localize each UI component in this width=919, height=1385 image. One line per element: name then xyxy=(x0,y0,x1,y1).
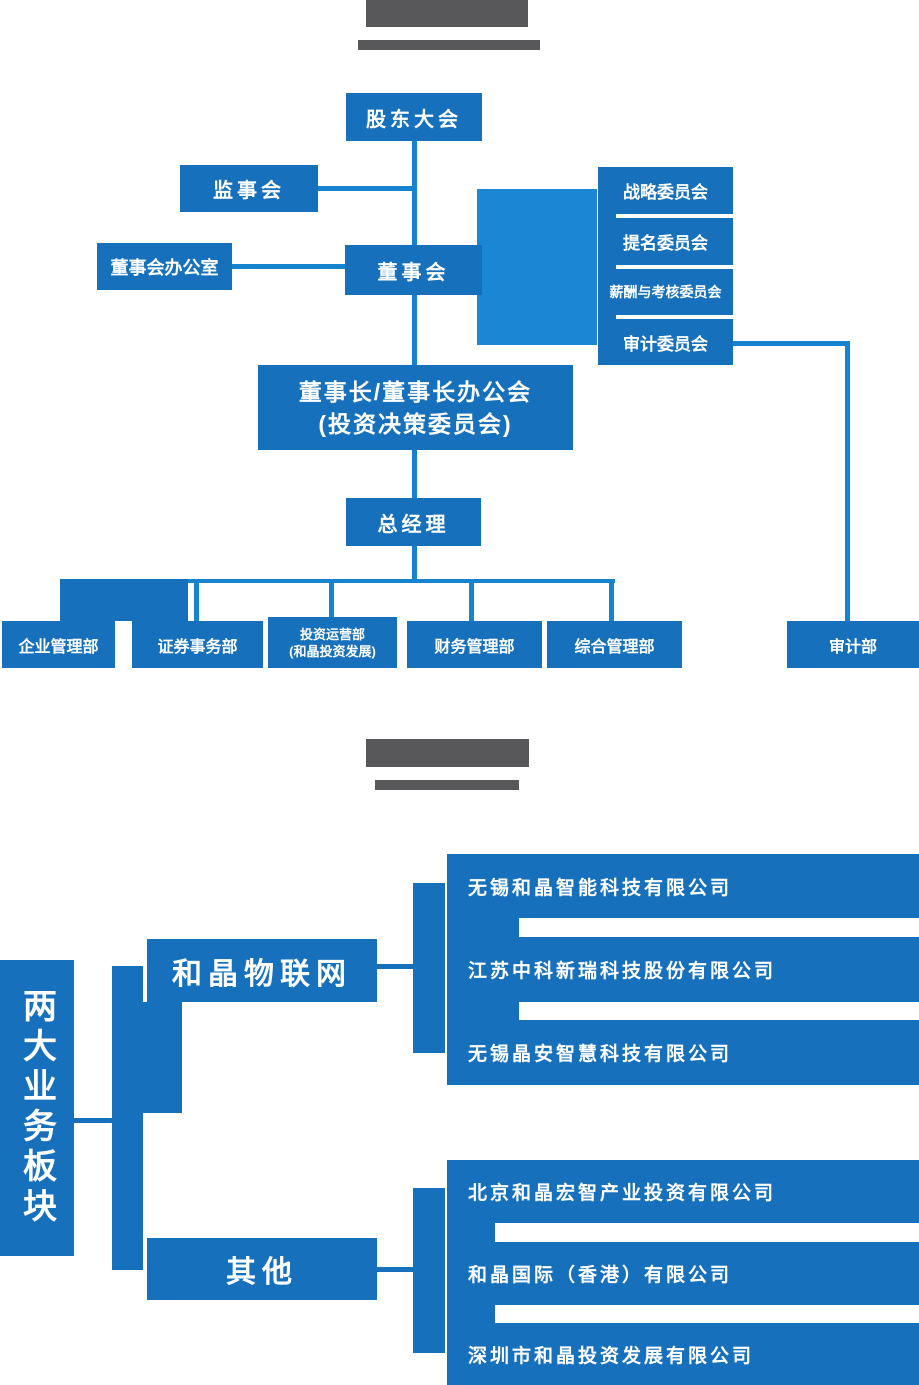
company-row: 北京和晶宏智产业投资有限公司 xyxy=(468,1183,777,1204)
connector-board-chairman xyxy=(412,295,417,365)
group-divider xyxy=(495,1223,919,1242)
section2-title-underline xyxy=(375,780,519,790)
dept-drop-line xyxy=(194,579,199,622)
iot-company-group: 无锡和晶智能科技有限公司 江苏中科新瑞科技股份有限公司 无锡晶安智慧科技有限公司 xyxy=(447,854,919,1085)
company-row: 和晶国际（香港）有限公司 xyxy=(468,1265,733,1286)
iot-branch-down-tab xyxy=(143,1002,182,1113)
investment-dept-line2: (和晶投资发展) xyxy=(289,643,376,659)
dept-drop-line xyxy=(469,579,474,622)
segments-trunk-bar xyxy=(112,966,143,1270)
investment-dept-line1: 投资运营部 xyxy=(299,626,365,642)
section1-title-underline xyxy=(358,40,540,50)
enterprise-dept-connector-block xyxy=(60,579,188,621)
node-general-manager: 总经理 xyxy=(346,498,481,546)
group-divider xyxy=(495,1305,919,1323)
section1-title-bar xyxy=(366,0,528,27)
node-shareholders-meeting: 股东大会 xyxy=(346,93,482,141)
node-business-segments-title: 两大业务板块 xyxy=(0,960,74,1256)
node-supervisory-board: 监事会 xyxy=(180,165,318,212)
connector-board-office xyxy=(232,264,345,269)
group-divider xyxy=(519,918,919,937)
chairman-line1: 董事长/董事长办公会 xyxy=(298,378,533,405)
committee-connector xyxy=(598,214,616,218)
connector-segments-trunk xyxy=(74,1118,112,1123)
node-dept-audit: 审计部 xyxy=(787,621,919,668)
node-chairman-office: 董事长/董事长办公会 (投资决策委员会) xyxy=(258,365,573,450)
committee-connector xyxy=(598,315,616,319)
connector-iot-group xyxy=(377,964,413,969)
node-compensation-committee: 薪酬与考核委员会 xyxy=(598,269,733,315)
node-branch-other: 其他 xyxy=(147,1238,377,1300)
other-group-left-tab xyxy=(413,1188,445,1353)
company-row: 江苏中科新瑞科技股份有限公司 xyxy=(468,961,777,982)
connector-audit-committee-h xyxy=(733,341,850,346)
node-board-office: 董事会办公室 xyxy=(97,243,232,290)
connector-gm-main xyxy=(412,546,417,583)
node-strategy-committee: 战略委员会 xyxy=(598,167,733,214)
company-row: 深圳市和晶投资发展有限公司 xyxy=(468,1345,755,1367)
node-dept-enterprise-management: 企业管理部 xyxy=(2,621,115,668)
node-board-of-directors: 董事会 xyxy=(345,245,482,295)
dept-drop-line xyxy=(609,579,614,622)
node-dept-general-management: 综合管理部 xyxy=(547,621,682,668)
company-row: 无锡和晶智能科技有限公司 xyxy=(468,877,733,899)
board-committees-connector-block xyxy=(477,189,597,345)
group-divider xyxy=(519,1002,919,1020)
other-company-group: 北京和晶宏智产业投资有限公司 和晶国际（香港）有限公司 深圳市和晶投资发展有限公… xyxy=(447,1160,919,1385)
committee-connector xyxy=(598,265,616,269)
node-dept-investment-operations: 投资运营部 (和晶投资发展) xyxy=(268,617,397,668)
connector-audit-committee-v xyxy=(845,341,850,622)
node-dept-securities-affairs: 证券事务部 xyxy=(132,621,263,668)
company-row: 无锡晶安智慧科技有限公司 xyxy=(468,1044,733,1065)
dept-drop-line xyxy=(329,579,334,618)
connector-supervisory xyxy=(318,186,414,191)
node-branch-iot: 和晶物联网 xyxy=(147,939,377,1002)
departments-connector-rail xyxy=(60,579,615,583)
connector-chairman-gm xyxy=(412,450,417,498)
connector-other-group xyxy=(377,1267,413,1272)
connector-shareholders-board xyxy=(412,141,417,245)
iot-group-left-tab xyxy=(413,883,445,1053)
section2-title-bar xyxy=(366,739,529,767)
node-nomination-committee: 提名委员会 xyxy=(598,218,733,265)
chairman-line2: (投资决策委员会) xyxy=(318,410,513,437)
node-audit-committee: 审计委员会 xyxy=(598,319,733,365)
node-dept-finance-management: 财务管理部 xyxy=(407,621,542,668)
